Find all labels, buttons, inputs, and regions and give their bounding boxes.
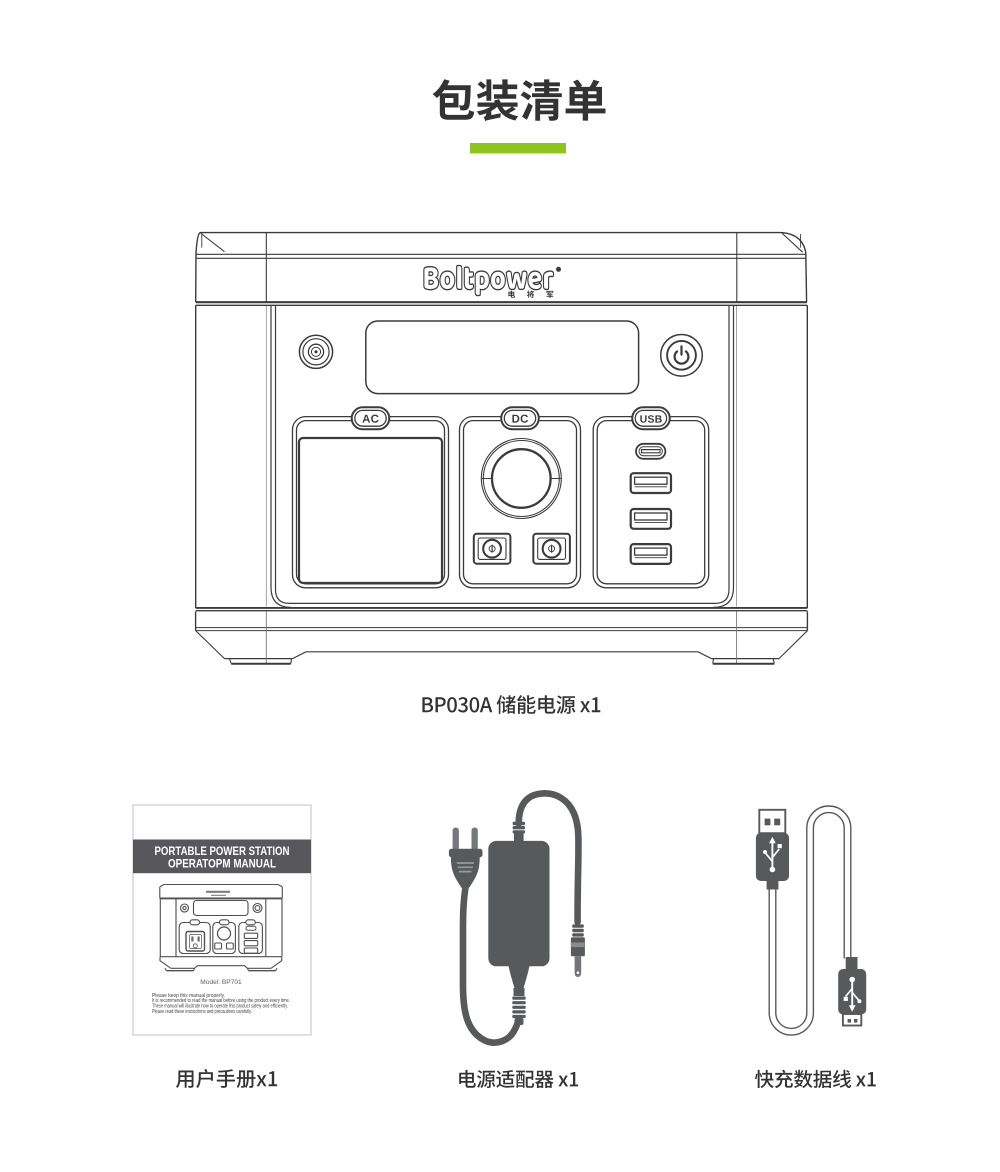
svg-text:OPERATOPM MANUAL: OPERATOPM MANUAL bbox=[168, 857, 276, 871]
svg-text:It is recommended to read the: It is recommended to read the manual bef… bbox=[152, 998, 290, 1004]
svg-text:PORTABLE POWER STATION: PORTABLE POWER STATION bbox=[155, 844, 290, 858]
svg-text:Model: BP701: Model: BP701 bbox=[200, 979, 242, 986]
svg-text:Please read these instructions: Please read these instructions and preca… bbox=[152, 1009, 252, 1015]
svg-text:Please keep this manual proper: Please keep this manual properly. bbox=[152, 993, 225, 999]
svg-text:These manual will illustrate h: These manual will illustrate how to oper… bbox=[152, 1004, 288, 1010]
